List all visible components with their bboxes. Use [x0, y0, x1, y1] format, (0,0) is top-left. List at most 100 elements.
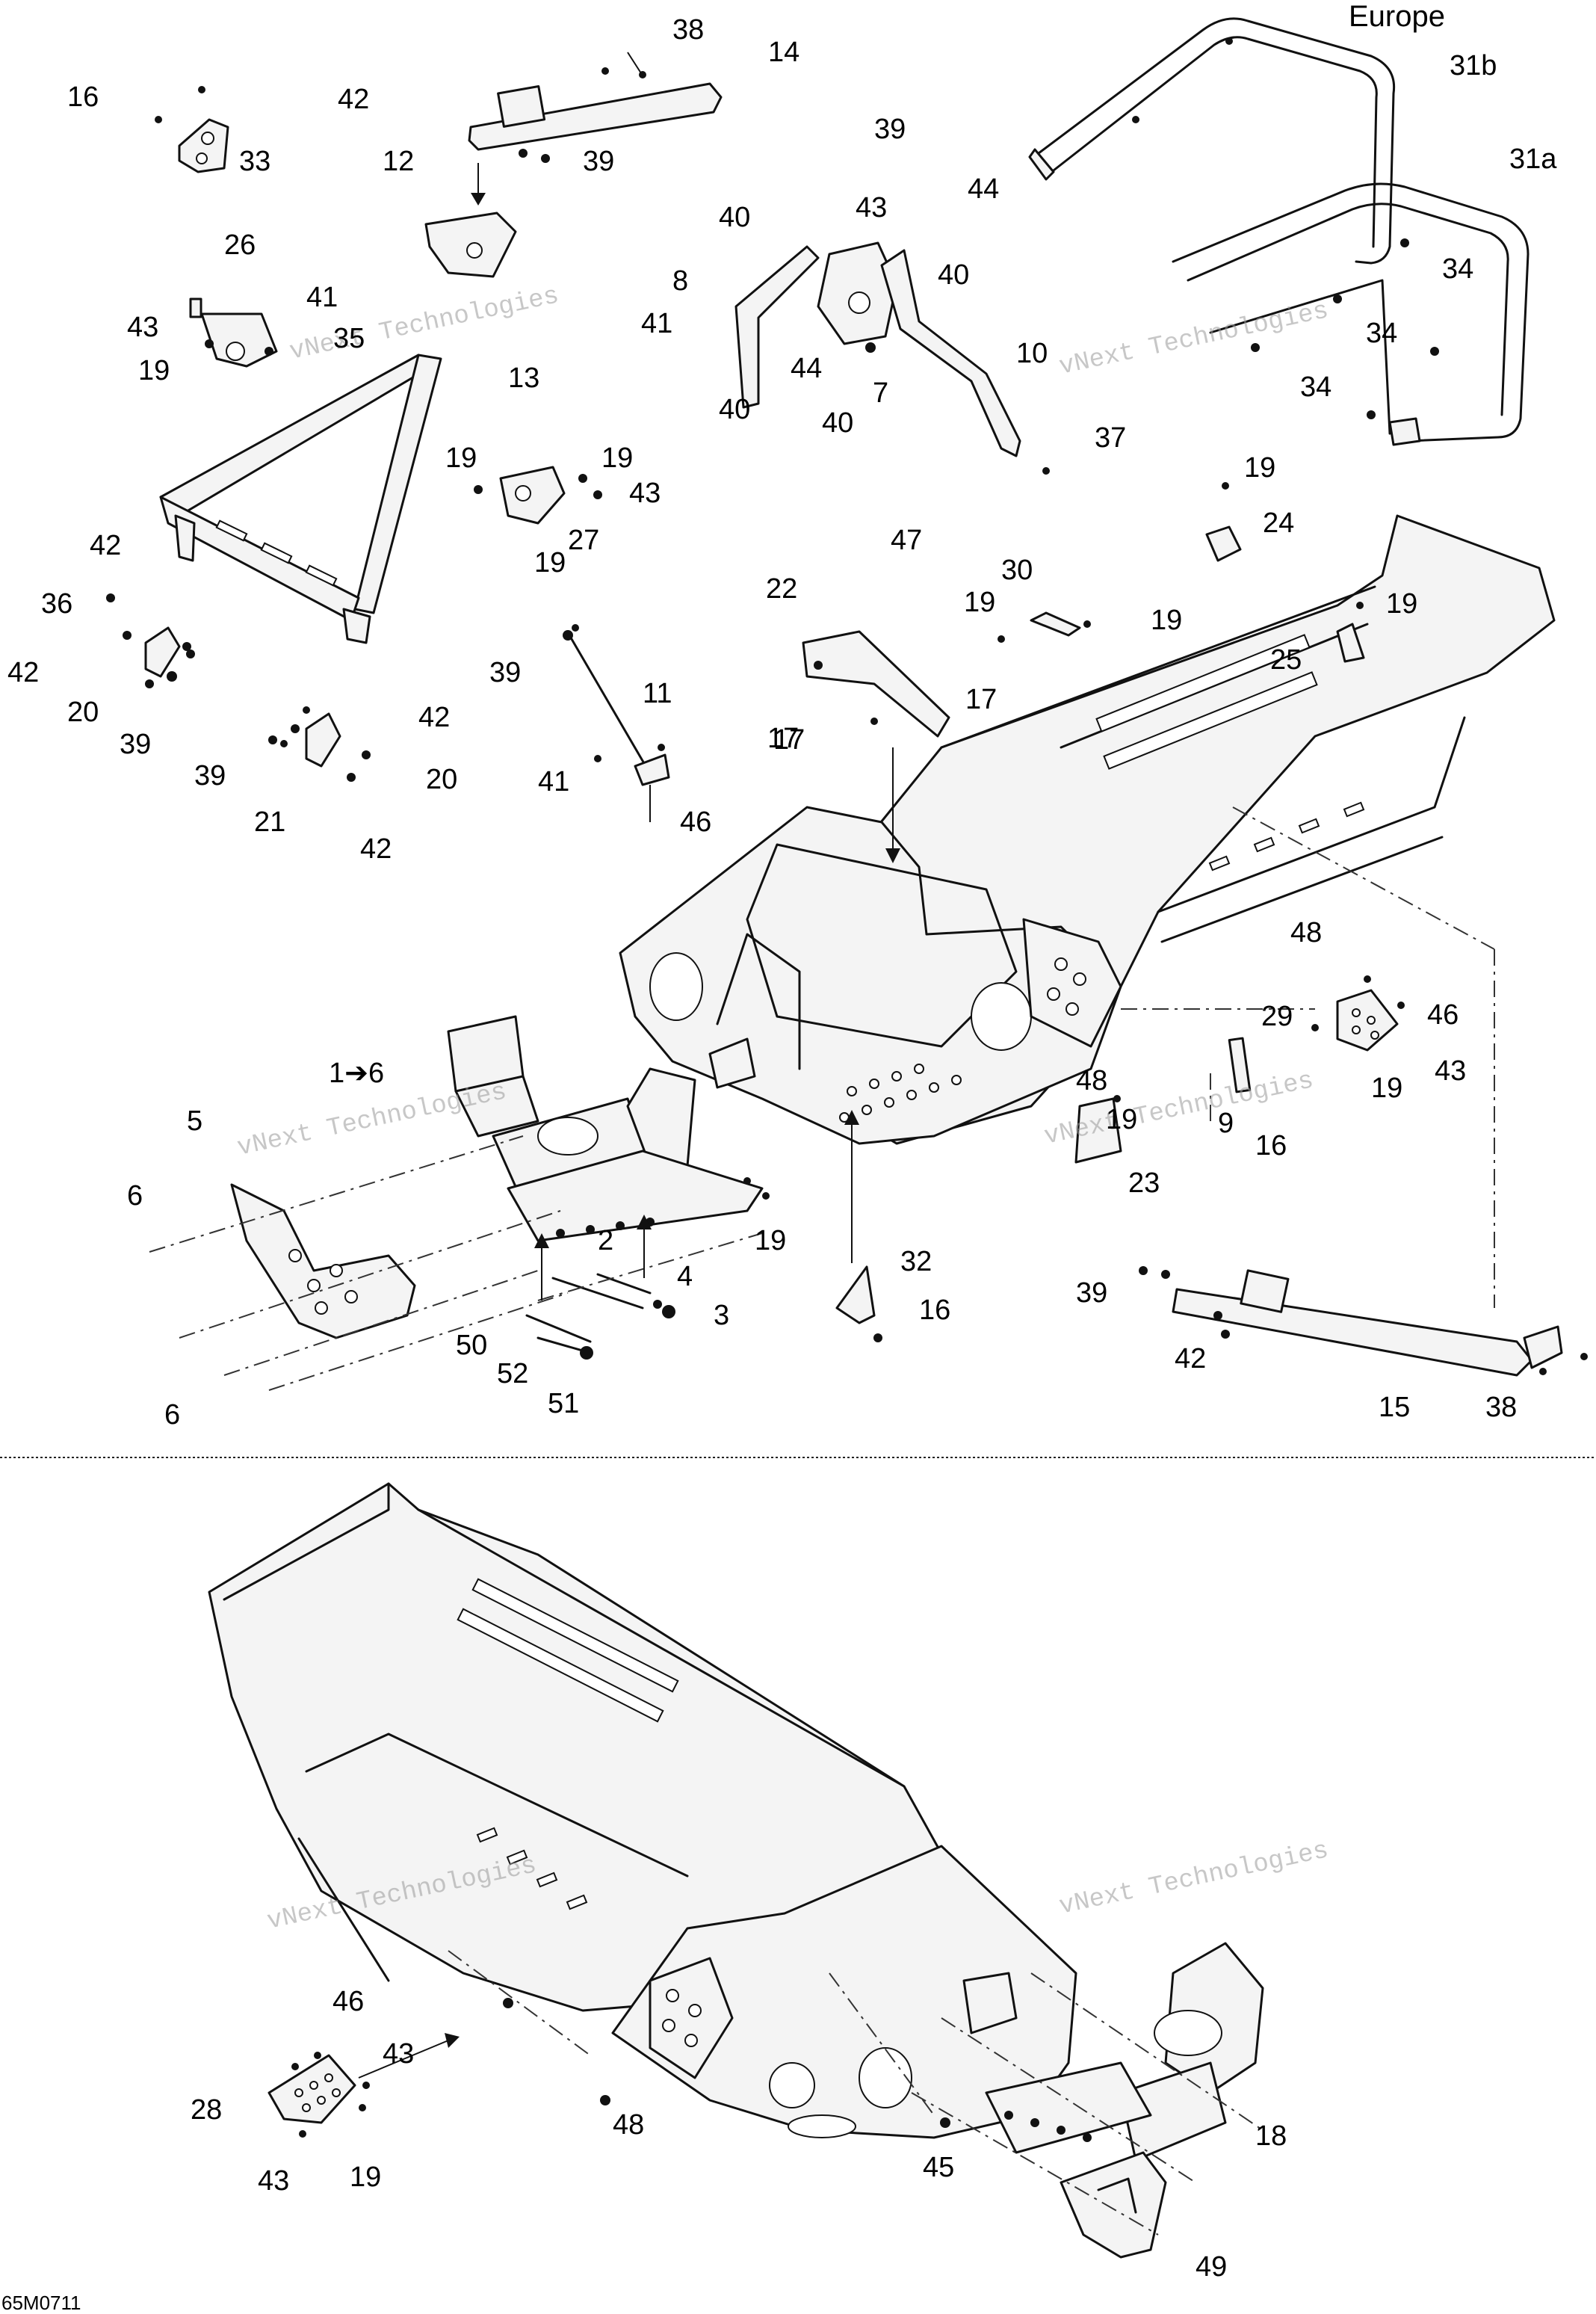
callout: 29 — [1261, 1001, 1293, 1032]
callout: 30 — [1001, 555, 1033, 586]
callout: 40 — [719, 394, 750, 425]
callout-labels: Europe 65M0711 38 14 42 39 16 33 12 26 4… — [1, 0, 1557, 2314]
guide-lines-bottom — [358, 1950, 1264, 2236]
callout: 34 — [1366, 318, 1397, 349]
callout: 36 — [41, 588, 72, 620]
callout: 40 — [938, 259, 969, 291]
callout: 19 — [1386, 588, 1417, 620]
part-8-column-support — [734, 245, 820, 409]
callout: 44 — [968, 173, 999, 205]
callout: 7 — [873, 377, 888, 409]
callout: 42 — [90, 530, 121, 561]
part-12-bracket — [424, 163, 517, 278]
part-9-clip — [1228, 1037, 1252, 1093]
callout: 28 — [191, 2094, 222, 2126]
callout: 11 — [643, 678, 672, 709]
callout: 8 — [672, 265, 688, 297]
callout: 32 — [900, 1246, 932, 1277]
callout: 20 — [426, 764, 457, 795]
callout: 34 — [1442, 253, 1473, 285]
callout: 19 — [350, 2162, 381, 2193]
callout: 19 — [964, 587, 995, 618]
callout: 50 — [456, 1330, 487, 1361]
callout: 15 — [1379, 1392, 1410, 1423]
drawing-code: 65M0711 — [1, 2292, 81, 2314]
callout: 16 — [1255, 1130, 1287, 1161]
callout: 18 — [1255, 2120, 1287, 2152]
callout: 40 — [719, 202, 750, 233]
callout: 19 — [1151, 605, 1182, 636]
callout: 17 — [767, 723, 799, 754]
part-29-foot-plate — [1311, 975, 1405, 1052]
callout: 52 — [497, 1358, 528, 1389]
callout: 46 — [680, 806, 711, 838]
part-13-frame-triangle — [159, 354, 442, 644]
callout: 19 — [534, 547, 566, 578]
callout: 42 — [7, 657, 39, 688]
callout: 38 — [672, 14, 704, 46]
callout: 19 — [755, 1225, 786, 1256]
callout: 43 — [383, 2038, 414, 2070]
part-22-bracket — [802, 630, 950, 738]
callout: 46 — [1427, 999, 1459, 1031]
fasteners-2-3-4-50-51-52 — [525, 1273, 675, 1360]
part-25-bracket — [1336, 602, 1365, 663]
part-24-bracket — [1205, 482, 1242, 562]
callout: 43 — [629, 478, 661, 509]
part-15-lower-bar — [1139, 1266, 1588, 1377]
callout: 43 — [1435, 1055, 1466, 1087]
watermark-text: vNext Technologies — [235, 1078, 509, 1163]
chassis-bulkhead-top — [619, 806, 1122, 1145]
callout: 46 — [332, 1986, 364, 2017]
callout: 43 — [258, 2165, 289, 2197]
part-10-column-support — [880, 249, 1050, 475]
callout: 9 — [1218, 1108, 1234, 1139]
part-1-6-engine-cradle — [447, 1015, 770, 1242]
callout: 6 — [127, 1180, 143, 1212]
callout: 42 — [418, 702, 450, 733]
callout: 6 — [164, 1399, 180, 1431]
callout: 48 — [613, 2109, 644, 2141]
callout: 19 — [1371, 1073, 1402, 1104]
callout: 51 — [548, 1388, 579, 1419]
part-31a-rear-loop — [1172, 182, 1530, 446]
callout: 26 — [224, 229, 256, 261]
callout: 49 — [1196, 2251, 1227, 2283]
part-23-bracket — [1074, 1095, 1122, 1164]
part-5-side-plate — [230, 1183, 416, 1339]
callout: 41 — [306, 282, 338, 313]
callout: 24 — [1263, 507, 1294, 539]
callout: 12 — [383, 146, 414, 177]
callout: 13 — [508, 362, 539, 394]
callout: 20 — [67, 697, 99, 728]
callout: 39 — [583, 146, 614, 177]
callout: 45 — [923, 2152, 954, 2183]
callout: 22 — [766, 573, 797, 605]
part-26-bracket — [189, 297, 278, 368]
part-31b-rear-loop — [1028, 17, 1396, 265]
callout: 48 — [1290, 917, 1322, 948]
callout: 42 — [1175, 1343, 1206, 1374]
callout: 35 — [333, 323, 365, 354]
callout: 33 — [239, 146, 270, 177]
callout: 38 — [1485, 1392, 1517, 1423]
watermark-text: vNext Technologies — [1057, 1836, 1331, 1922]
callout: 42 — [360, 833, 392, 865]
callout: 19 — [1106, 1104, 1137, 1135]
callout: 2 — [598, 1225, 613, 1256]
part-33-plate — [155, 86, 229, 173]
callout: 31a — [1509, 144, 1557, 175]
callout: 19 — [138, 355, 170, 386]
callout: 27 — [568, 525, 599, 556]
callout: 37 — [1095, 422, 1126, 454]
part-28-foot-plate — [267, 2052, 370, 2138]
part-20-bracket — [106, 593, 195, 688]
guide-lines-top — [149, 747, 1495, 1391]
callout: 31b — [1450, 50, 1497, 81]
callout: 4 — [677, 1261, 693, 1292]
part-11-strut-rod — [563, 624, 670, 822]
callout: 17 — [965, 684, 997, 715]
callout: 39 — [489, 657, 521, 688]
part-27-bracket — [474, 466, 602, 525]
